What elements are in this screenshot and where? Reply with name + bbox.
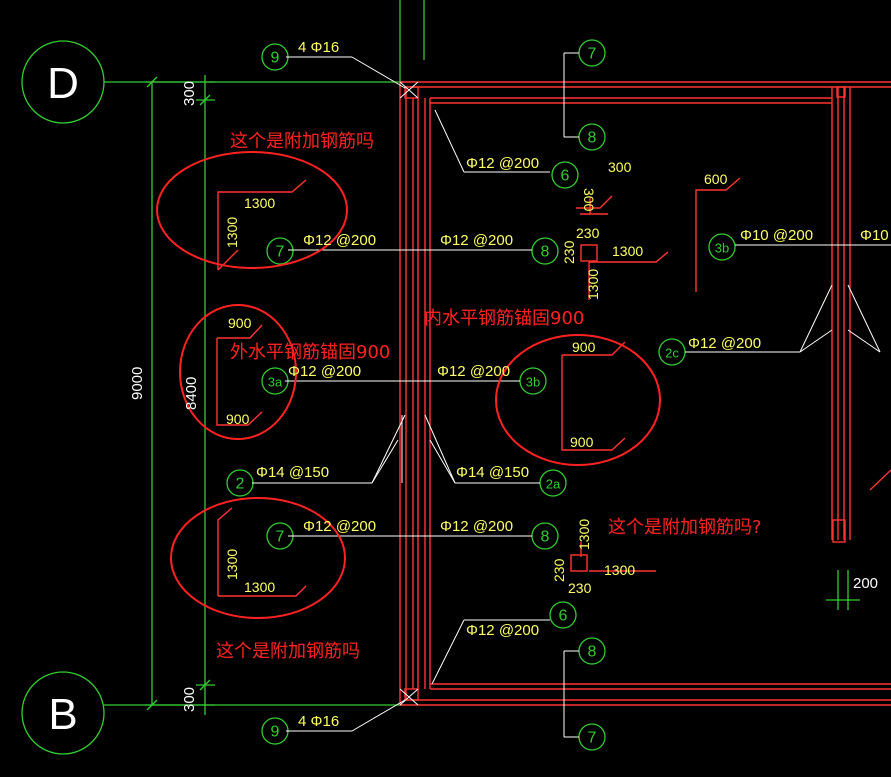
bubble-7-left-1: 7 xyxy=(276,244,285,261)
dim-8400: 8400 xyxy=(183,377,200,410)
bubble-6-upper: 6 xyxy=(561,168,570,185)
label-phi14-150-left: Φ14 @150 xyxy=(256,464,329,481)
dim-1300-low-v: 1300 xyxy=(576,519,592,550)
ellipse-outer xyxy=(179,304,297,440)
bubble-9-top: 9 xyxy=(271,50,280,67)
bubble-9-bottom: 9 xyxy=(271,724,280,741)
ellipse-inner xyxy=(495,334,661,466)
bubble-8-mid-2: 8 xyxy=(541,529,550,546)
dim-230-a: 230 xyxy=(576,225,600,241)
dim-1300-low-h: 1300 xyxy=(604,562,635,578)
annotation-ellipses xyxy=(156,151,661,619)
label-phi12-200-row2-left: Φ12 @200 xyxy=(288,363,361,380)
bubble-6-lower: 6 xyxy=(559,608,568,625)
grid-lines xyxy=(21,0,860,755)
dim-1300-bottom-h: 1300 xyxy=(244,579,275,595)
dim-1300-bottom-v: 1300 xyxy=(224,549,240,580)
bubble-2a: 2a xyxy=(546,477,561,492)
dim-900-inner-bottom: 900 xyxy=(570,434,594,450)
dim-900-outer-bottom: 900 xyxy=(226,411,250,427)
label-4phi16-top: 4 Φ16 xyxy=(298,39,339,56)
bubble-8-mid-1: 8 xyxy=(541,244,550,261)
dim-200: 200 xyxy=(853,575,878,592)
dim-300-top: 300 xyxy=(181,81,198,106)
axis-label-b: B xyxy=(48,690,77,739)
label-phi12-200-bottom-diag: Φ12 @200 xyxy=(466,622,539,639)
bubble-7-top: 7 xyxy=(588,46,597,63)
ellipse-bottom xyxy=(170,497,346,619)
label-phi12-200-row2-right: Φ12 @200 xyxy=(437,363,510,380)
walls xyxy=(216,81,891,706)
bubble-3b-right: 3b xyxy=(715,241,729,256)
bubble-8-bottom: 8 xyxy=(588,644,597,661)
dim-1300-mid-h: 1300 xyxy=(612,243,643,259)
dim-230-b: 230 xyxy=(561,240,577,264)
label-4phi16-bottom: 4 Φ16 xyxy=(298,713,339,730)
label-phi12-200-row1-left: Φ12 @200 xyxy=(303,232,376,249)
label-phi12-200-row3-left: Φ12 @200 xyxy=(303,518,376,535)
dim-230-d: 230 xyxy=(568,580,592,596)
bubble-8-top: 8 xyxy=(588,130,597,147)
bubble-3b: 3b xyxy=(526,375,540,390)
label-phi12-200-row3-right: Φ12 @200 xyxy=(440,518,513,535)
dim-230-c: 230 xyxy=(551,558,567,582)
note-inner: 内水平钢筋锚固900 xyxy=(424,308,584,329)
axis-label-d: D xyxy=(47,59,79,108)
label-phi12-200-top-diag: Φ12 @200 xyxy=(466,155,539,172)
bubble-2: 2 xyxy=(236,476,245,493)
axis-b-bubble xyxy=(21,671,105,755)
label-phi12-200-2c: Φ12 @200 xyxy=(688,335,761,352)
dim-1300-mid-v: 1300 xyxy=(585,269,601,300)
dim-300-a: 300 xyxy=(608,159,632,175)
label-phi10-cut: Φ10 xyxy=(860,227,889,244)
note-top: 这个是附加钢筋吗 xyxy=(230,131,374,152)
dim-300-b: 300 xyxy=(581,188,597,212)
label-phi10-200: Φ10 @200 xyxy=(740,227,813,244)
label-phi14-150-right: Φ14 @150 xyxy=(456,464,529,481)
dim-900-outer-top: 900 xyxy=(228,315,252,331)
bubble-2c: 2c xyxy=(665,346,679,361)
dim-600: 600 xyxy=(704,171,728,187)
dim-300-bottom: 300 xyxy=(181,687,198,712)
note-outer: 外水平钢筋锚固900 xyxy=(230,342,390,363)
note-bottom: 这个是附加钢筋吗 xyxy=(216,641,360,662)
bubble-3a: 3a xyxy=(268,375,283,390)
note-right: 这个是附加钢筋吗? xyxy=(608,517,762,538)
bubble-7-bottom: 7 xyxy=(588,730,597,747)
bubble-7-left-2: 7 xyxy=(276,529,285,546)
dim-9000: 9000 xyxy=(129,367,146,400)
dim-900-inner-top: 900 xyxy=(572,339,596,355)
dim-1300-top-v: 1300 xyxy=(224,217,240,248)
label-phi12-200-row1-right: Φ12 @200 xyxy=(440,232,513,249)
dim-1300-top-h: 1300 xyxy=(244,195,275,211)
rebar-lines xyxy=(252,52,891,738)
ellipse-top xyxy=(156,151,348,269)
